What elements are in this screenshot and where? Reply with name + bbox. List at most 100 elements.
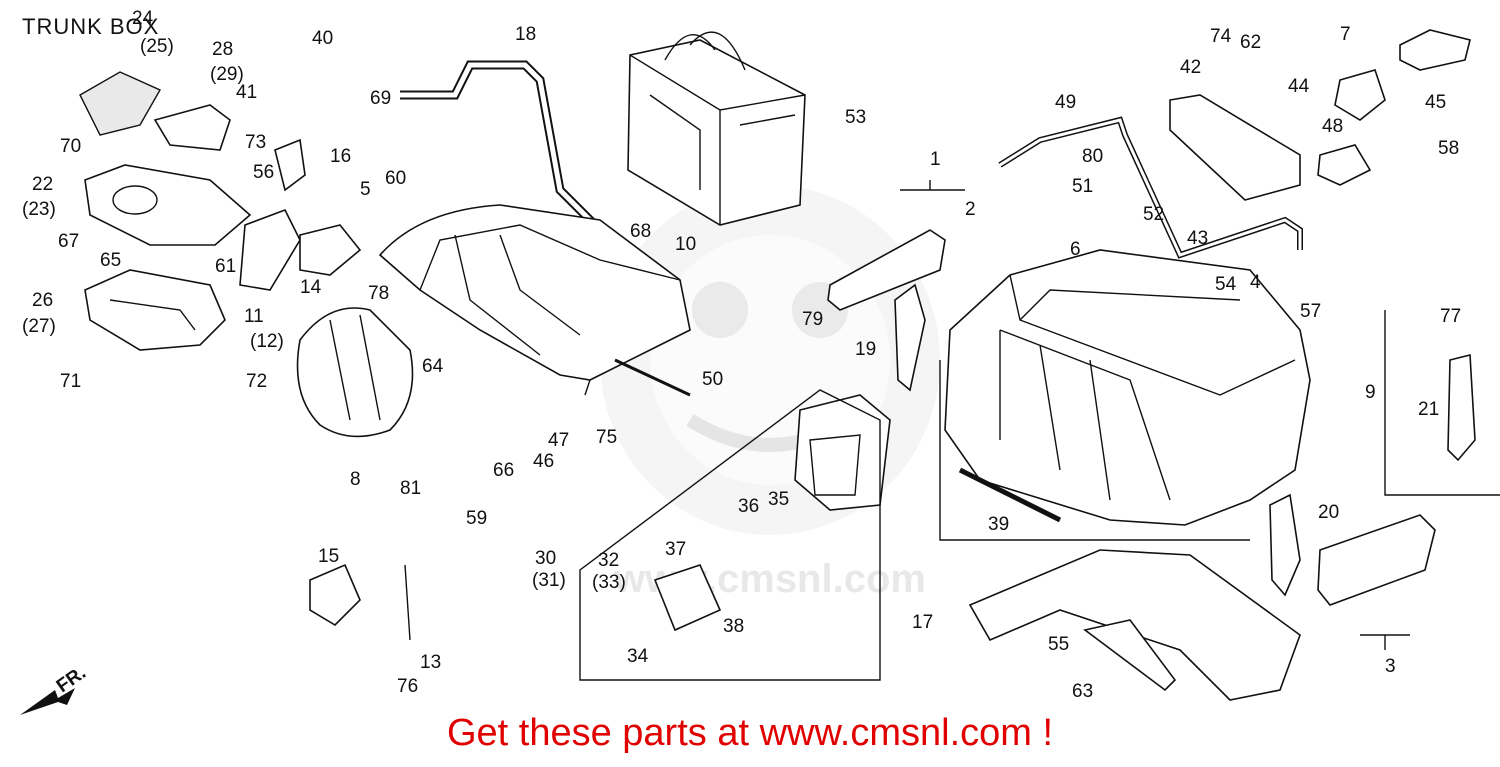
callout-21: 21: [1418, 399, 1439, 420]
callout-77: 77: [1440, 306, 1461, 327]
callout-42: 42: [1180, 57, 1201, 78]
callout-52: 52: [1143, 204, 1164, 225]
right-tail-lens: [1317, 514, 1436, 606]
callout-47: 47: [548, 430, 569, 451]
callout-41: 41: [236, 82, 257, 103]
callout-6: 6: [1070, 239, 1081, 260]
callout-74: 74: [1210, 26, 1232, 47]
backrest-pad-part: [296, 307, 414, 438]
callout-69: 69: [370, 88, 391, 109]
callout-59: 59: [466, 508, 487, 529]
callout-54: 54: [1215, 274, 1237, 295]
callout-49: 49: [1055, 92, 1076, 113]
callout-30: 30: [535, 548, 556, 569]
callout-66: 66: [493, 460, 514, 481]
callout-labels: 1234567891011(12)13141516171819202122(23…: [22, 8, 1461, 702]
lid-support-rod: [614, 358, 691, 397]
callout-60: 60: [385, 168, 406, 189]
callout-64: 64: [422, 356, 444, 377]
promo-footer[interactable]: Get these parts at www.cmsnl.com !: [446, 712, 1054, 754]
callout-73: 73: [245, 132, 266, 153]
callout-71: 71: [60, 371, 81, 392]
callout-8: 8: [350, 469, 361, 490]
callout-15: 15: [318, 546, 339, 567]
callout-1: 1: [930, 149, 941, 170]
callout-23: (23): [22, 199, 56, 220]
callout-2: 2: [965, 199, 976, 220]
callout-70: 70: [60, 136, 81, 157]
callout-18: 18: [515, 24, 536, 45]
side-trims: [894, 283, 1476, 597]
callout-37: 37: [665, 539, 686, 560]
callout-5: 5: [360, 179, 371, 200]
callout-17: 17: [912, 612, 933, 633]
trunk-seal-part: [998, 116, 1303, 259]
hinge-assemblies: [239, 138, 411, 641]
front-direction-arrow: FR.: [20, 662, 90, 715]
callout-26: 26: [32, 290, 53, 311]
callout-20: 20: [1318, 502, 1339, 523]
callout-57: 57: [1300, 301, 1321, 322]
callout-51: 51: [1072, 176, 1093, 197]
sub-assembly-outline: [579, 389, 881, 681]
license-plate-bracket: [653, 564, 722, 632]
left-tail-lens: [827, 229, 946, 311]
callout-16: 16: [330, 146, 351, 167]
callout-79: 79: [802, 309, 823, 330]
bottom-garnish-part: [968, 549, 1301, 701]
callout-50: 50: [702, 369, 723, 390]
callout-68: 68: [630, 221, 651, 242]
callout-27: (27): [22, 316, 56, 337]
callout-76: 76: [397, 676, 418, 697]
callout-48: 48: [1322, 116, 1343, 137]
callout-36: 36: [738, 496, 759, 517]
callout-19: 19: [855, 339, 876, 360]
callout-29: (29): [210, 64, 244, 85]
callout-11: 11: [244, 306, 264, 327]
callout-43: 43: [1187, 228, 1208, 249]
watermark-logo: www.cmsnl.com: [600, 185, 940, 601]
callout-40: 40: [312, 28, 333, 49]
page-title: TRUNK BOX: [22, 14, 160, 39]
callout-10: 10: [675, 234, 696, 255]
callout-39: 39: [988, 514, 1009, 535]
callout-34: 34: [627, 646, 649, 667]
callout-53: 53: [845, 107, 866, 128]
callout-56: 56: [253, 162, 274, 183]
callout-32: 32: [598, 550, 619, 571]
inner-bag-part: [627, 31, 806, 226]
callout-13: 13: [420, 652, 441, 673]
right-group-outline: [900, 180, 1500, 650]
callout-72: 72: [246, 371, 267, 392]
inner-panel-right: [1169, 94, 1301, 201]
callout-81: 81: [400, 478, 421, 499]
callout-7: 7: [1340, 24, 1351, 45]
callout-28: 28: [212, 39, 233, 60]
callout-62: 62: [1240, 32, 1261, 53]
callout-65: 65: [100, 250, 121, 271]
callout-35: 35: [768, 489, 789, 510]
lock-assembly-part: [1317, 29, 1471, 186]
callout-22: 22: [32, 174, 53, 195]
callout-75: 75: [596, 427, 617, 448]
callout-45: 45: [1425, 92, 1446, 113]
direction-label: FR.: [53, 662, 90, 697]
callout-14: 14: [300, 277, 322, 298]
callout-12: (12): [250, 331, 284, 352]
left-pocket-part: [84, 164, 252, 351]
callout-4: 4: [1250, 272, 1261, 293]
callout-33: (33): [592, 572, 626, 593]
callout-80: 80: [1082, 146, 1103, 167]
backrest-rail-part: [400, 60, 609, 239]
callout-67: 67: [58, 231, 79, 252]
trunk-stay-rod: [958, 467, 1062, 523]
center-emblem-part: [794, 394, 891, 511]
callout-63: 63: [1072, 681, 1093, 702]
top-cover-left: [79, 71, 231, 151]
callout-3: 3: [1385, 656, 1396, 677]
callout-46: 46: [533, 451, 554, 472]
callout-44: 44: [1288, 76, 1310, 97]
callout-25: (25): [140, 36, 174, 57]
